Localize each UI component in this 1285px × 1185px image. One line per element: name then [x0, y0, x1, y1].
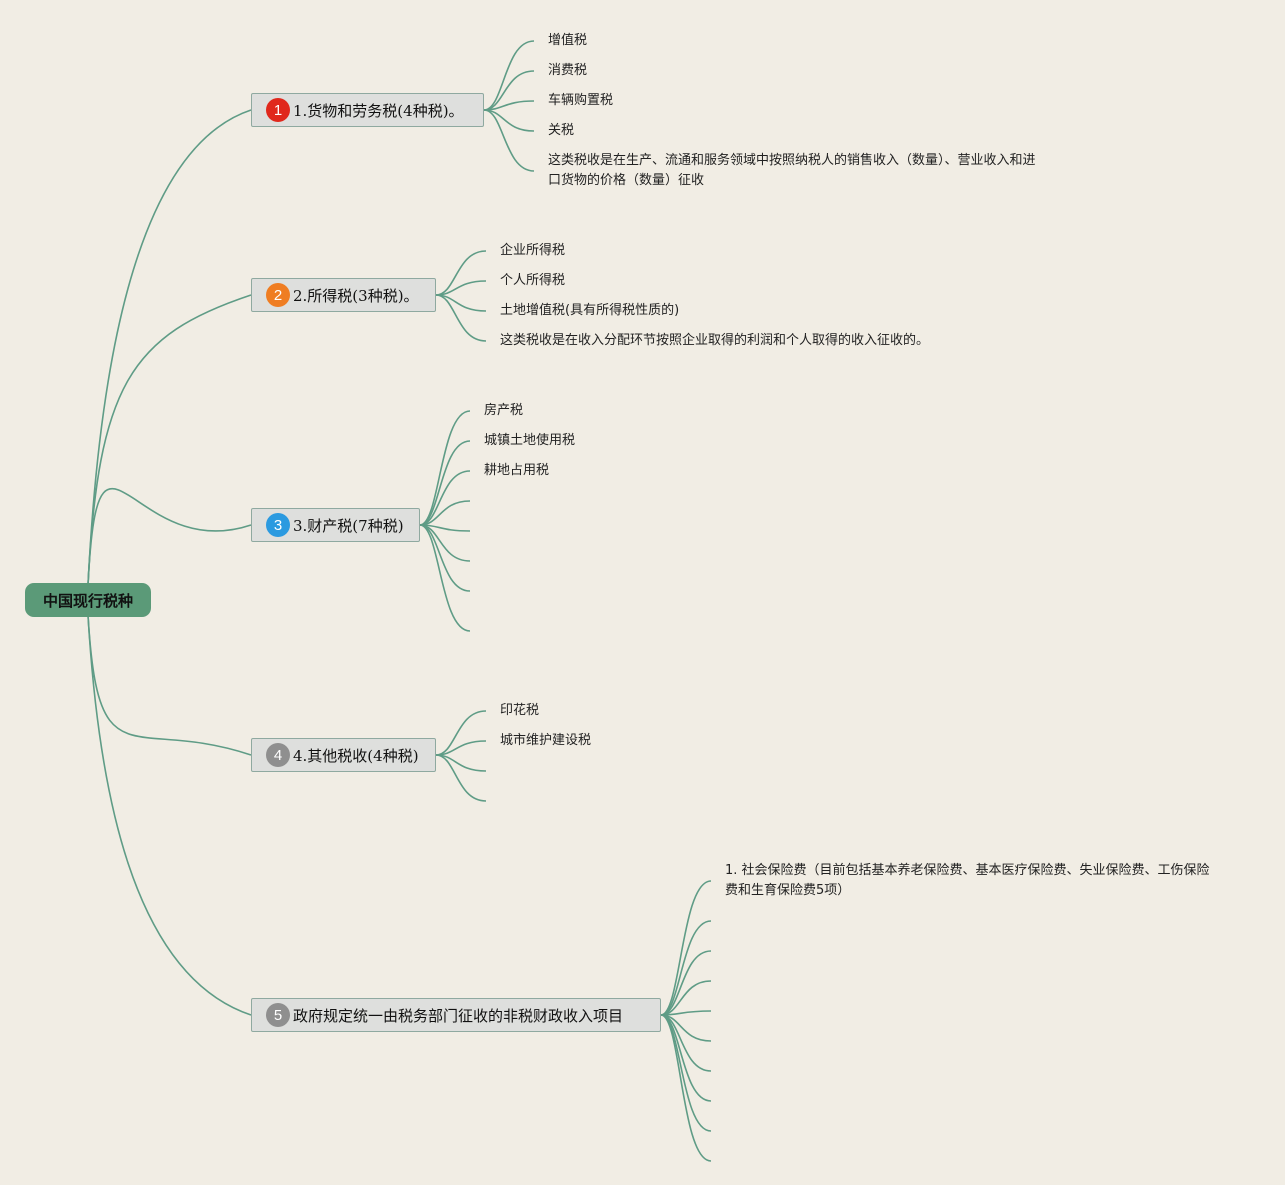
- number-badge-icon: 2: [266, 283, 290, 307]
- leaf-node[interactable]: 这类税收是在生产、流通和服务领域中按照纳税人的销售收入（数量）、营业收入和进口货…: [548, 153, 1036, 188]
- connector-line: [87, 488, 252, 586]
- connector-line: [419, 410, 471, 526]
- leaf-node[interactable]: 房产税: [484, 403, 524, 418]
- connector-line: [419, 440, 471, 526]
- branch-node-3[interactable]: 3 3.财产税(7种税): [251, 508, 420, 542]
- connector-line: [435, 294, 487, 342]
- branch-label: 2.所得税(3种税)。: [293, 286, 419, 305]
- root-node[interactable]: 中国现行税种: [25, 583, 151, 617]
- leaf-node[interactable]: 耕地占用税: [484, 463, 550, 478]
- connector-line: [483, 40, 535, 111]
- branch-node-5[interactable]: 5 政府规定统一由税务部门征收的非税财政收入项目: [251, 998, 661, 1032]
- connector-line: [87, 294, 252, 586]
- connector-line: [435, 710, 487, 756]
- branch-node-2[interactable]: 2 2.所得税(3种税)。: [251, 278, 436, 312]
- number-badge-icon: 4: [266, 743, 290, 767]
- leaf-node[interactable]: 1. 社会保险费（目前包括基本养老保险费、基本医疗保险费、失业保险费、工伤保险费…: [725, 863, 1210, 898]
- connector-line: [660, 880, 712, 1016]
- number-badge-icon: 1: [266, 98, 290, 122]
- connector-line: [435, 250, 487, 296]
- connector-line: [660, 1014, 712, 1162]
- leaf-node[interactable]: 消费税: [548, 63, 588, 78]
- leaf-node[interactable]: 增值税: [548, 33, 588, 48]
- branch-label: 政府规定统一由税务部门征收的非税财政收入项目: [293, 1006, 624, 1025]
- branch-label: 1.货物和劳务税(4种税)。: [293, 101, 464, 120]
- leaf-node[interactable]: 个人所得税: [500, 273, 566, 288]
- connector-line: [660, 920, 712, 1016]
- leaf-node[interactable]: 城市维护建设税: [500, 733, 592, 748]
- root-label: 中国现行税种: [42, 591, 133, 610]
- connector-line: [419, 524, 471, 632]
- branch-label: 3.财产税(7种税): [293, 516, 404, 535]
- connector-line: [660, 980, 712, 1016]
- connector-line: [419, 500, 471, 526]
- number-badge-icon: 5: [266, 1003, 290, 1027]
- connector-line: [483, 109, 535, 172]
- branch-node-1[interactable]: 1 1.货物和劳务税(4种税)。: [251, 93, 484, 127]
- branch-label: 4.其他税收(4种税): [293, 746, 419, 765]
- leaf-node[interactable]: 企业所得税: [500, 243, 566, 258]
- leaf-node[interactable]: 关税: [548, 123, 575, 138]
- connector-line: [87, 614, 252, 756]
- number-badge-icon: 3: [266, 513, 290, 537]
- branch-node-4[interactable]: 4 4.其他税收(4种税): [251, 738, 436, 772]
- leaf-node[interactable]: 车辆购置税: [548, 93, 614, 108]
- connector-line: [87, 614, 252, 1016]
- connector-line: [419, 524, 471, 592]
- connector-line: [660, 950, 712, 1016]
- connector-line: [87, 109, 252, 586]
- leaf-node[interactable]: 土地增值税(具有所得税性质的): [500, 303, 680, 318]
- leaf-node[interactable]: 这类税收是在收入分配环节按照企业取得的利润和个人取得的收入征收的。: [500, 333, 930, 348]
- connector-line: [419, 470, 471, 526]
- connector-line: [435, 754, 487, 802]
- leaf-node[interactable]: 城镇土地使用税: [484, 433, 576, 448]
- leaf-node[interactable]: 印花税: [500, 703, 540, 718]
